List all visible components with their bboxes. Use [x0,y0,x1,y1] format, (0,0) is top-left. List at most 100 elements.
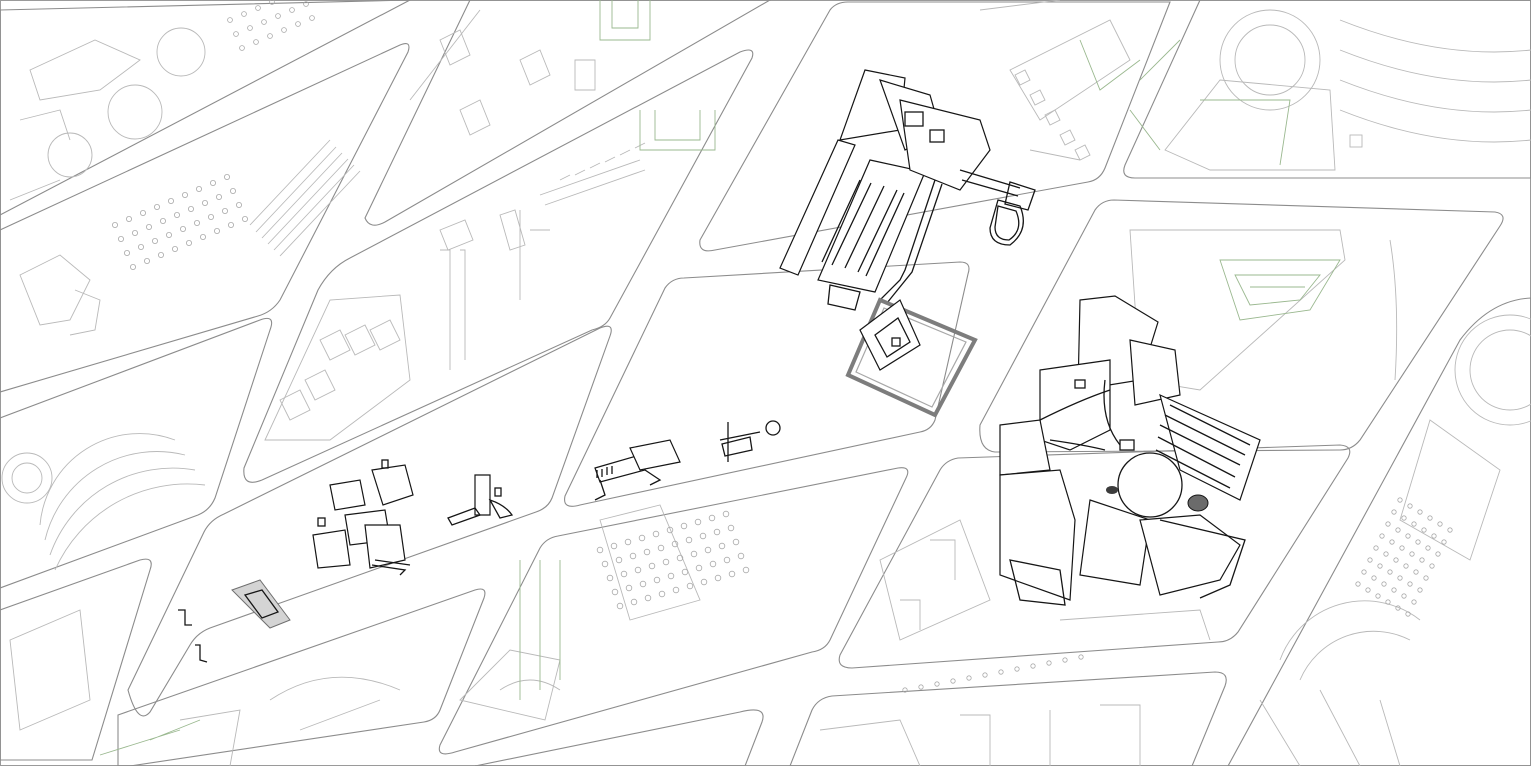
tree-dot [610,542,618,550]
tree-dot [213,227,220,234]
tree-dot [630,598,638,606]
tree-dot [713,528,721,536]
tree-dot [718,542,726,550]
tree-dot [686,582,694,590]
tree-dot [1383,551,1389,557]
tree-dot [1417,587,1423,593]
tree-dot [615,556,623,564]
tree-dot [181,191,188,198]
tree-dot [241,215,248,222]
tree-dot [606,574,614,582]
tree-dot [1397,575,1403,581]
tree-dot [281,27,287,33]
tree-dot [902,687,908,693]
tree-dot [667,572,675,580]
tree-dot [131,229,138,236]
tree-dot [666,526,674,534]
tree-dot [1427,515,1433,521]
tree-dot [708,514,716,522]
building-cross-marker [719,420,781,462]
tree-dot [742,566,750,574]
tree-dot [269,0,275,5]
tree-dot [255,5,261,11]
tree-dot [652,530,660,538]
tree-dot [685,536,693,544]
tree-dot [1415,539,1421,545]
tree-grids [112,0,1453,693]
tree-dot [1423,575,1429,581]
tree-dot [303,1,309,7]
tree-dot [601,560,609,568]
tree-dot [1379,533,1385,539]
tree-dot [179,225,186,232]
tree-dot [201,199,208,206]
tree-dot [153,203,160,210]
city-block [838,444,1351,669]
city-block [438,467,909,755]
tree-dot [624,538,632,546]
tree-dot [275,13,281,19]
tree-dot [1062,657,1068,663]
tree-dot [1046,660,1052,666]
tree-dot [620,570,628,578]
tree-dot [1425,545,1431,551]
building-square-pavilion [845,297,978,418]
tree-dot [159,217,166,224]
tree-dot [671,540,679,548]
tree-dot [1395,605,1401,611]
tree-dot [1373,545,1379,551]
tree-dot [648,562,656,570]
tree-dot [295,21,301,27]
tree-dot [723,556,731,564]
tree-dot [247,25,253,31]
building-grey-footprint [231,579,291,629]
tree-dot [653,576,661,584]
tree-dot [1385,599,1391,605]
tree-dot [694,518,702,526]
tree-dot [704,546,712,554]
tree-dot [690,550,698,558]
tree-dot [289,7,295,13]
tree-dot [261,19,267,25]
tree-dot [634,566,642,574]
tree-dot [199,233,206,240]
tree-dot [611,588,619,596]
tree-dot [1387,569,1393,575]
tree-dot [672,586,680,594]
tree-dot [137,243,144,250]
tree-dot [1381,581,1387,587]
building-angled-pair [594,439,681,501]
tree-dot [1014,666,1020,672]
tree-dot [998,669,1004,675]
tree-dot [1407,581,1413,587]
tree-dot [253,39,259,45]
city-block [789,671,1227,766]
tree-dot [1371,575,1377,581]
tree-dot [309,15,315,21]
tree-dot [139,209,146,216]
tree-dot [157,251,164,258]
tree-dot [193,219,200,226]
tree-dot [1435,551,1441,557]
tree-dot [229,187,236,194]
tree-dot [1365,587,1371,593]
city-block [699,1,1171,252]
building-small-l [447,474,514,526]
tree-dot [732,538,740,546]
tree-dot [918,684,924,690]
tree-dot [1447,527,1453,533]
tree-dot [625,584,633,592]
tree-dot [126,215,133,222]
tree-dot [1411,521,1417,527]
tree-dot [1078,654,1084,660]
tree-dot [1419,557,1425,563]
tree-dot [241,11,247,17]
tree-dot [1405,611,1411,617]
tree-dot [215,193,222,200]
tree-dot [950,678,956,684]
tree-dot [1411,599,1417,605]
tree-dot [207,213,214,220]
tree-dot [1389,539,1395,545]
tree-dot [221,207,228,214]
